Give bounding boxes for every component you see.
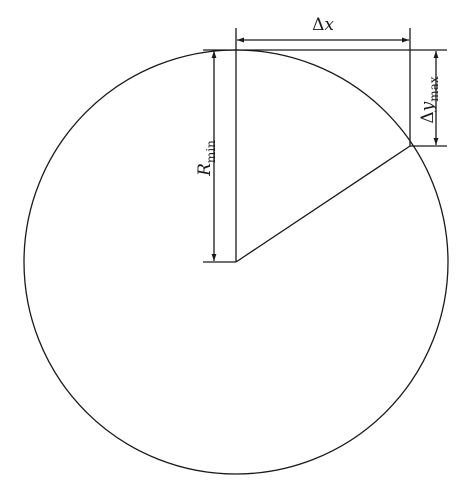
slanted-radius xyxy=(235,145,411,263)
r-min-label: Rmin xyxy=(195,140,218,177)
r-min-dimension xyxy=(203,49,236,263)
delta-y-max-dimension xyxy=(236,49,447,147)
delta-x-dimension xyxy=(235,28,411,146)
delta-x-label: Δx xyxy=(312,15,334,35)
delta-y-max-label: Δymax xyxy=(418,76,441,123)
